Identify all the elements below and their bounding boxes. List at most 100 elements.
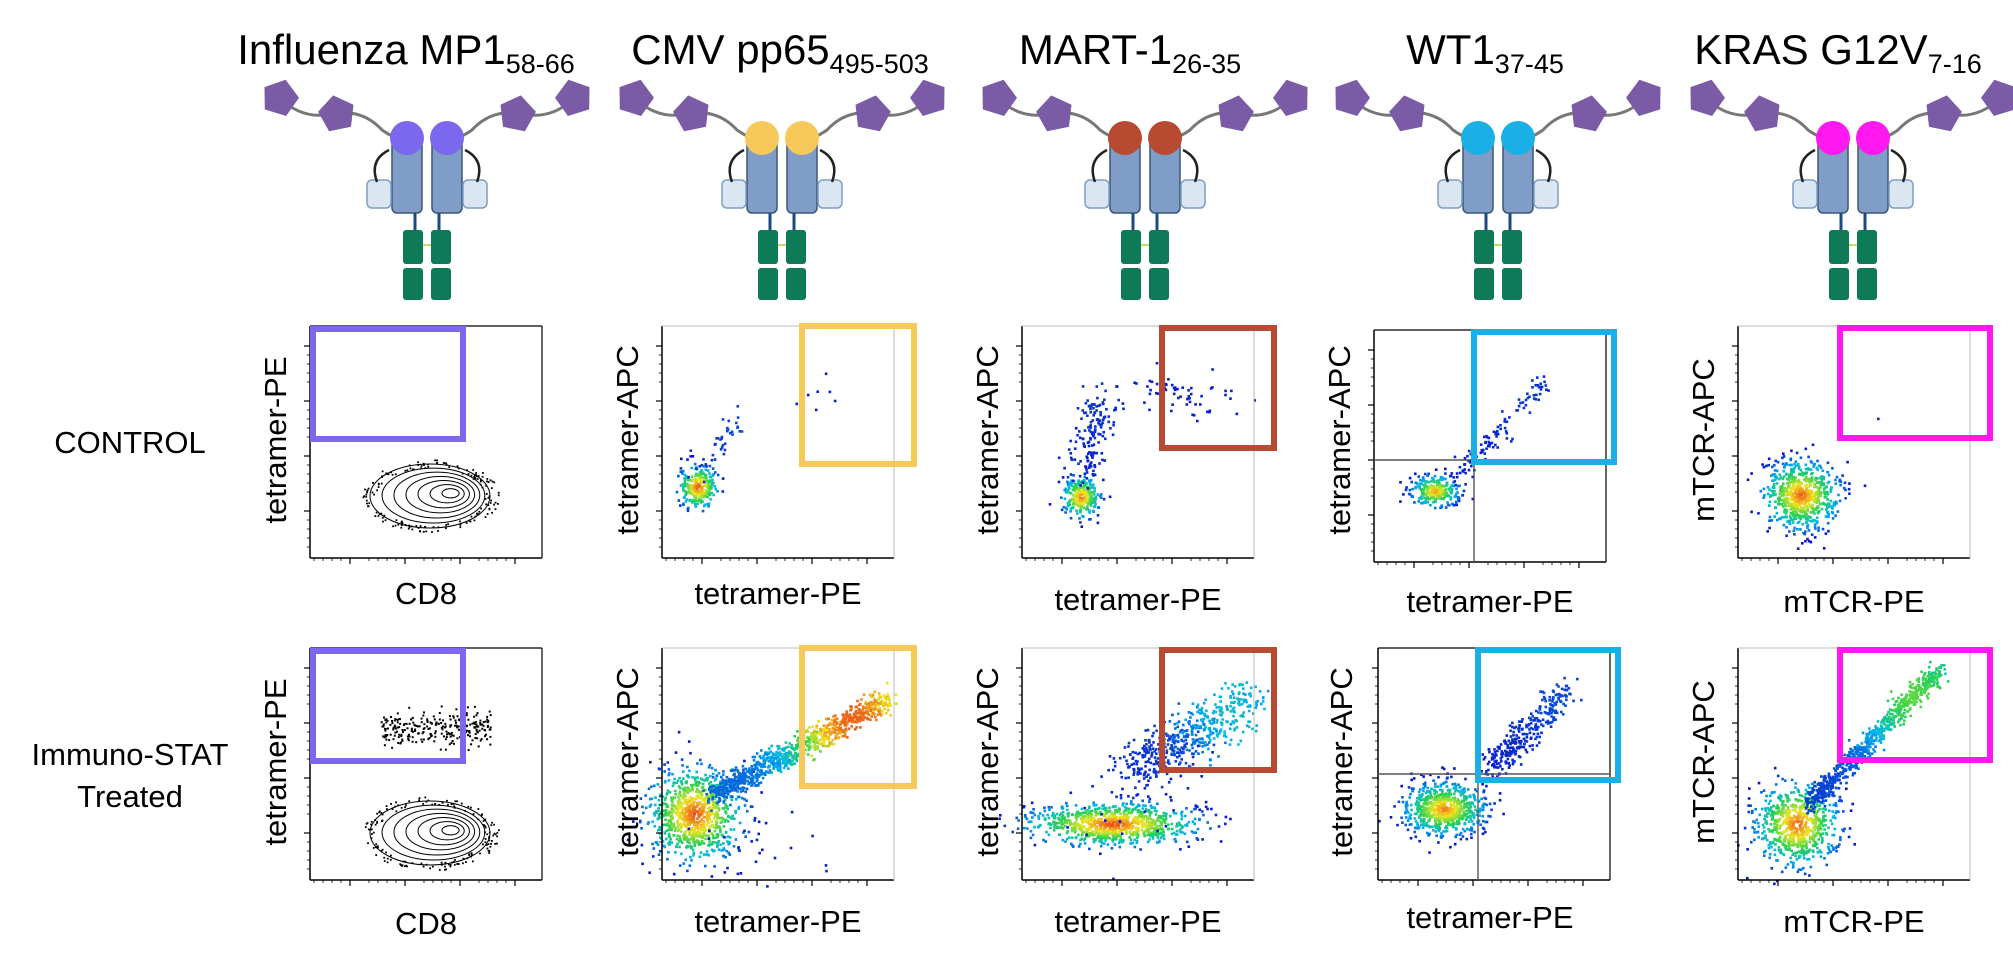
- event-dot: [486, 724, 489, 727]
- event-dot: [841, 719, 844, 723]
- event-dot: [733, 773, 736, 777]
- fc-domain-right-lower: [1502, 268, 1522, 300]
- event-dot: [1177, 396, 1180, 400]
- event-dot: [1181, 386, 1184, 389]
- event-dot: [419, 525, 422, 527]
- event-dot: [489, 714, 492, 717]
- event-dot: [650, 797, 654, 801]
- event-dot: [1785, 463, 1788, 466]
- event-dot: [693, 495, 696, 498]
- event-dot: [668, 843, 671, 846]
- event-dot: [657, 806, 660, 810]
- event-dot: [386, 861, 389, 864]
- event-dot: [1087, 502, 1090, 506]
- event-dot: [448, 743, 451, 746]
- event-dot: [405, 722, 408, 725]
- event-dot: [697, 839, 700, 843]
- flow-plot-influenza-control: [304, 325, 543, 564]
- peptide-pentagon-icon: [1926, 95, 1962, 132]
- event-dot: [1811, 496, 1814, 500]
- col-title-text: MART-1: [1018, 26, 1173, 73]
- event-dot: [1188, 397, 1191, 400]
- event-dot: [1805, 483, 1808, 487]
- event-dot: [844, 727, 847, 731]
- event-dot: [378, 811, 380, 814]
- event-dot: [435, 723, 438, 726]
- event-dot: [1768, 488, 1771, 491]
- event-dot: [1089, 486, 1093, 490]
- event-dot: [1089, 478, 1093, 482]
- event-dot: [638, 820, 642, 824]
- event-dot: [467, 749, 470, 752]
- event-dot: [453, 863, 456, 866]
- event-dot: [369, 829, 371, 831]
- event-dot: [1790, 477, 1794, 481]
- event-dot: [703, 779, 706, 782]
- event-dot: [486, 721, 489, 724]
- event-dot: [709, 789, 713, 792]
- row-label-control-text: CONTROL: [54, 425, 206, 460]
- event-dot: [1066, 501, 1070, 505]
- event-dot: [1088, 847, 1091, 851]
- event-dot: [1804, 518, 1808, 521]
- epitope-circle-icon: [430, 121, 464, 155]
- event-dot: [737, 846, 740, 849]
- event-dot: [759, 781, 763, 784]
- event-dot: [806, 740, 810, 743]
- event-dot: [391, 720, 394, 722]
- flow-plot-kras-control: [1732, 325, 1993, 564]
- event-dot: [422, 728, 425, 730]
- event-dot: [1452, 503, 1456, 507]
- event-dot: [1809, 505, 1812, 509]
- event-dot: [1074, 427, 1078, 430]
- event-dot: [470, 852, 473, 855]
- event-dot: [1746, 478, 1750, 482]
- fc-domain-right-lower: [1857, 268, 1877, 300]
- event-dot: [653, 814, 657, 817]
- event-dot: [665, 793, 668, 796]
- event-dot: [1779, 485, 1783, 488]
- event-dot: [1803, 499, 1806, 502]
- event-dot: [695, 788, 699, 791]
- event-dot: [667, 768, 671, 771]
- event-dot: [686, 840, 689, 844]
- event-dot: [699, 473, 703, 477]
- event-dot: [1172, 392, 1176, 396]
- event-dot: [745, 775, 749, 779]
- event-dot: [1825, 506, 1829, 509]
- event-dot: [761, 765, 765, 769]
- event-dot: [1072, 474, 1075, 477]
- event-dot: [879, 702, 882, 705]
- event-dot: [843, 734, 847, 738]
- event-dot: [1811, 519, 1815, 523]
- event-dot: [717, 800, 721, 803]
- event-dot: [715, 788, 718, 792]
- event-dot: [1080, 499, 1084, 503]
- event-dot: [488, 710, 491, 713]
- event-dot: [1775, 511, 1779, 515]
- event-dot: [828, 732, 832, 735]
- gate-box: [310, 648, 466, 764]
- event-dot: [1016, 827, 1020, 830]
- event-dot: [1815, 521, 1818, 525]
- event-dot: [1789, 511, 1793, 515]
- event-dot: [859, 716, 863, 719]
- event-dot: [1091, 501, 1094, 504]
- event-dot: [1107, 420, 1110, 424]
- event-dot: [1153, 809, 1157, 812]
- event-dot: [1425, 491, 1429, 494]
- event-dot: [823, 738, 827, 742]
- event-dot: [1176, 387, 1179, 391]
- event-dot: [713, 801, 716, 804]
- event-dot: [1077, 490, 1081, 493]
- event-dot: [677, 730, 681, 734]
- event-dot: [1483, 452, 1487, 455]
- event-dot: [477, 745, 480, 748]
- event-dot: [668, 835, 671, 839]
- event-dot: [678, 835, 681, 838]
- event-dot: [471, 853, 473, 856]
- event-dot: [710, 785, 714, 789]
- event-dot: [1095, 409, 1098, 412]
- event-dot: [476, 731, 479, 734]
- event-dot: [462, 862, 464, 865]
